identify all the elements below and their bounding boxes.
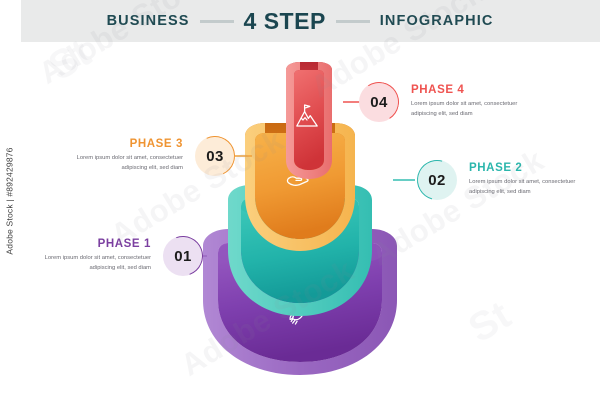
phase-1-body: Lorem ipsum dolor sit amet, consectetuer… — [44, 255, 151, 272]
teal-rim — [228, 185, 372, 316]
phase-1-text: PHASE 1 Lorem ipsum dolor sit amet, cons… — [26, 237, 151, 274]
phase-4-text: PHASE 4 Lorem ipsum dolor sit amet, cons… — [411, 83, 536, 120]
phase-block-3[interactable]: PHASE 3 Lorem ipsum dolor sit amet, cons… — [58, 130, 241, 182]
header-rule-left — [199, 19, 234, 23]
phase-3-number: 03 — [206, 147, 224, 165]
layer-phase-4-red — [286, 62, 332, 179]
header-band: BUSINESS 4 STEP INFOGRAPHIC — [0, 0, 600, 42]
phase-1-title: PHASE 1 — [97, 237, 151, 250]
header-left-word: BUSINESS — [106, 13, 190, 29]
phase-3-number-circle[interactable]: 03 — [189, 130, 241, 182]
phase-block-4[interactable]: 04 PHASE 4 Lorem ipsum dolor sit amet, c… — [355, 78, 536, 126]
phase-2-title: PHASE 2 — [469, 161, 523, 174]
purple-rim — [203, 229, 397, 375]
phase-2-text: PHASE 2 Lorem ipsum dolor sit amet, cons… — [469, 161, 594, 198]
header-right-word: INFOGRAPHIC — [379, 13, 494, 29]
mountain-flag-icon — [296, 104, 318, 127]
phase-1-number-circle[interactable]: 01 — [156, 229, 210, 283]
phase-4-title: PHASE 4 — [411, 83, 465, 96]
phase-4-body: Lorem ipsum dolor sit amet, consectetuer… — [411, 101, 518, 118]
phase-2-number-circle[interactable]: 02 — [409, 152, 465, 208]
red-rim — [286, 62, 332, 179]
watermark-vertical-bar: Adobe Stock | #892429876 — [0, 0, 21, 401]
phase-2-number: 02 — [428, 171, 446, 189]
phase-4-number-circle[interactable]: 04 — [355, 78, 403, 126]
header-rule-right — [335, 19, 370, 23]
phase-3-title: PHASE 3 — [129, 137, 183, 150]
watermark-vertical-text: Adobe Stock | #892429876 — [5, 146, 16, 255]
phase-block-1[interactable]: PHASE 1 Lorem ipsum dolor sit amet, cons… — [26, 229, 210, 283]
phase-4-number: 04 — [370, 93, 388, 111]
red-front — [294, 70, 324, 170]
phase-3-body: Lorem ipsum dolor sit amet, consectetuer… — [76, 155, 183, 172]
phase-2-body: Lorem ipsum dolor sit amet, consectetuer… — [469, 179, 576, 196]
orange-rim — [245, 123, 355, 251]
phase-3-text: PHASE 3 Lorem ipsum dolor sit amet, cons… — [58, 137, 183, 174]
phase-block-2[interactable]: 02 PHASE 2 Lorem ipsum dolor sit amet, c… — [409, 152, 594, 208]
header-main-title: 4 STEP — [243, 7, 326, 34]
phase-1-number: 01 — [174, 247, 192, 265]
